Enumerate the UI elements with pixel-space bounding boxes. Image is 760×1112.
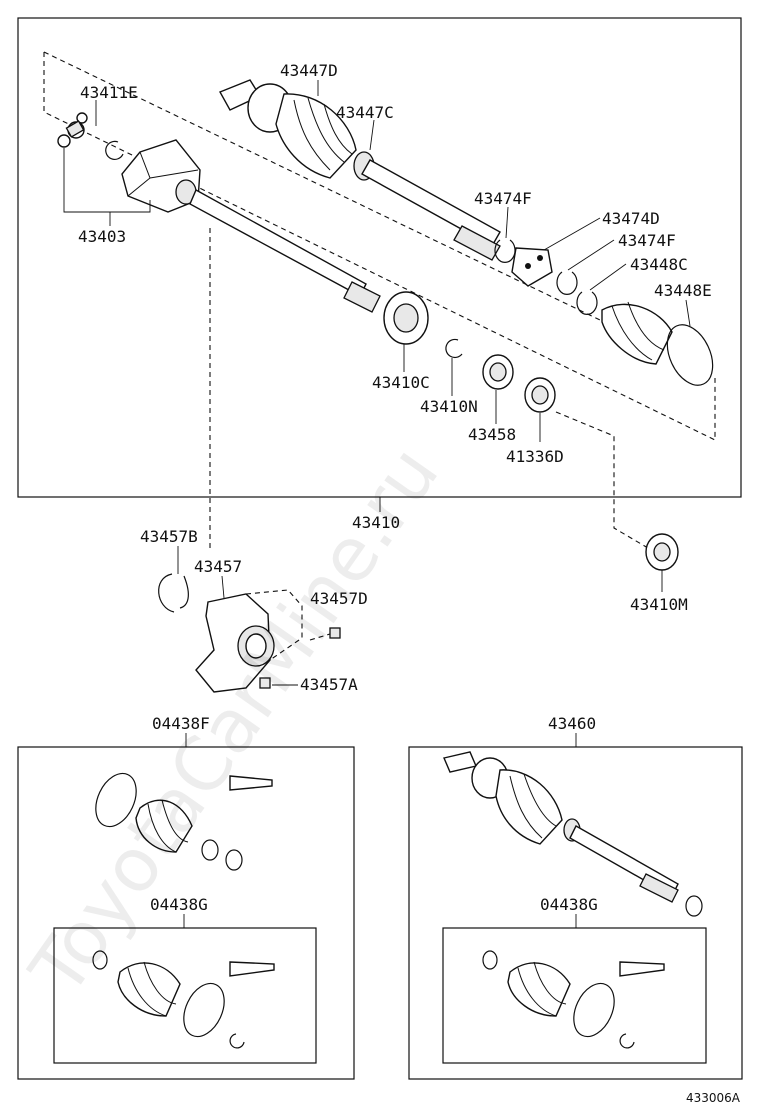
leader-lines-bracket [177,546,225,599]
bolt-43457A [259,677,298,689]
seal-41336D [524,377,556,413]
label-43410C: 43410C [372,373,430,392]
assembly-dashed-boundary-top [43,51,601,321]
snap-ring-43457B [158,573,189,613]
label-43411E: 43411E [80,83,138,102]
label-43410N: 43410N [420,397,478,416]
bearing-43410C [383,291,429,345]
kit-04438F-parts [95,772,273,871]
drive-shaft-assy-frame-43460 [408,746,743,1080]
damper-43474D [511,247,553,287]
tripod-joint-43411E [57,112,88,148]
leader-lines-main [63,80,691,442]
label-04438G-left: 04438G [150,895,208,914]
boot-43448E [601,301,714,386]
bearing-43410M [645,533,679,571]
intermediate-shaft [189,189,381,313]
label-43457B: 43457B [140,527,198,546]
label-43410M: 43410M [630,595,688,614]
shaft-43447C [353,151,501,261]
label-43457A: 43457A [300,675,358,694]
label-43474F-b: 43474F [618,231,676,250]
label-43474F-a: 43474F [474,189,532,208]
label-43457: 43457 [194,557,242,576]
snap-ring-43411E [105,140,124,160]
inboard-joint-housing-43403 [121,139,201,213]
label-41336D: 41336D [506,447,564,466]
dashed-leader-43410M [555,411,649,549]
main-assembly-frame [17,17,742,498]
label-43460: 43460 [548,714,596,733]
label-43447C: 43447C [336,103,394,122]
seal-43458 [482,354,514,390]
clamp-43448C [576,291,598,315]
outboard-joint-43447D [219,79,357,179]
clamp-43474F-a [494,239,516,263]
label-04438F: 04438F [152,714,210,733]
clamp-43474F-b [556,271,578,295]
label-43410: 43410 [352,513,400,532]
label-43448E: 43448E [654,281,712,300]
label-43447D: 43447D [280,61,338,80]
diagram-id: 433006A [686,1091,741,1105]
kit-04438G-left-parts [92,950,275,1049]
shaft-assy-43460-parts [443,751,703,917]
label-43474D: 43474D [602,209,660,228]
boot-kit-frame-04438G-left [53,927,317,1064]
bolt-43457D [309,627,341,641]
snap-ring-43410N [445,338,463,359]
kit-04438G-right-parts [482,950,665,1049]
bearing-bracket-43457 [195,589,303,693]
label-04438G-right: 04438G [540,895,598,914]
assembly-dashed-boundary [43,52,716,441]
label-43458: 43458 [468,425,516,444]
label-43448C: 43448C [630,255,688,274]
label-43403: 43403 [78,227,126,246]
label-43457D: 43457D [310,589,368,608]
boot-kit-frame-04438G-right [442,927,707,1064]
